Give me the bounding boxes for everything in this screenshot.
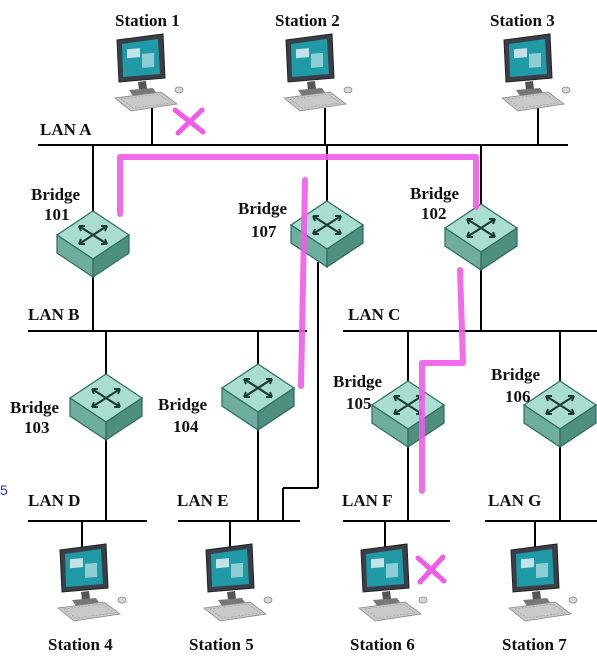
bridge-105-word: Bridge [333, 372, 383, 391]
x-mark-icon [172, 107, 206, 136]
bridge-103-number: 103 [24, 418, 50, 437]
stray-digit: 5 [0, 482, 8, 498]
bridge-104-icon [220, 362, 296, 432]
station-5-label: Station 5 [189, 635, 254, 654]
bridge-102-icon [443, 202, 519, 272]
station-6-label: Station 6 [350, 635, 415, 654]
station-4-label: Station 4 [48, 635, 113, 654]
station-1-computer-icon [114, 33, 184, 112]
lan-f-label: LAN F [342, 491, 393, 510]
lan-d-label: LAN D [28, 491, 80, 510]
bridge-107-word: Bridge [238, 199, 288, 218]
station-6-computer-icon [358, 543, 428, 622]
bridge-101-word: Bridge [31, 185, 81, 204]
bridge-102-number: 102 [421, 204, 447, 223]
station-4-computer-icon [57, 543, 127, 622]
bridge-106-word: Bridge [491, 365, 541, 384]
wiring [28, 108, 597, 556]
bridge-101-number: 101 [44, 205, 70, 224]
highlighted-path [117, 154, 479, 494]
lan-b-label: LAN B [28, 305, 79, 324]
bridge-107-number: 107 [251, 222, 277, 241]
bridge-103-icon [68, 372, 144, 442]
lan-a-label: LAN A [40, 120, 92, 139]
lan-c-label: LAN C [348, 305, 400, 324]
station-2-computer-icon [283, 33, 353, 112]
lan-e-label: LAN E [177, 491, 228, 510]
bridge-103-word: Bridge [10, 398, 60, 417]
bridge-105-number: 105 [346, 394, 372, 413]
bridge-104-word: Bridge [158, 395, 208, 414]
bridge-106-icon [522, 379, 597, 449]
station-2-label: Station 2 [275, 11, 340, 30]
bridge-105-icon [370, 379, 446, 449]
bridge-106-number: 106 [505, 387, 531, 406]
bridge-104-number: 104 [173, 417, 199, 436]
x-mark-icon [415, 554, 447, 585]
station-7-label: Station 7 [502, 635, 567, 654]
station-3-computer-icon [501, 33, 571, 112]
bridge-102-word: Bridge [410, 184, 460, 203]
station-7-computer-icon [508, 543, 578, 622]
station-3-label: Station 3 [490, 11, 555, 30]
station-5-computer-icon [203, 543, 273, 622]
station-1-label: Station 1 [115, 11, 180, 30]
lan-g-label: LAN G [488, 491, 541, 510]
